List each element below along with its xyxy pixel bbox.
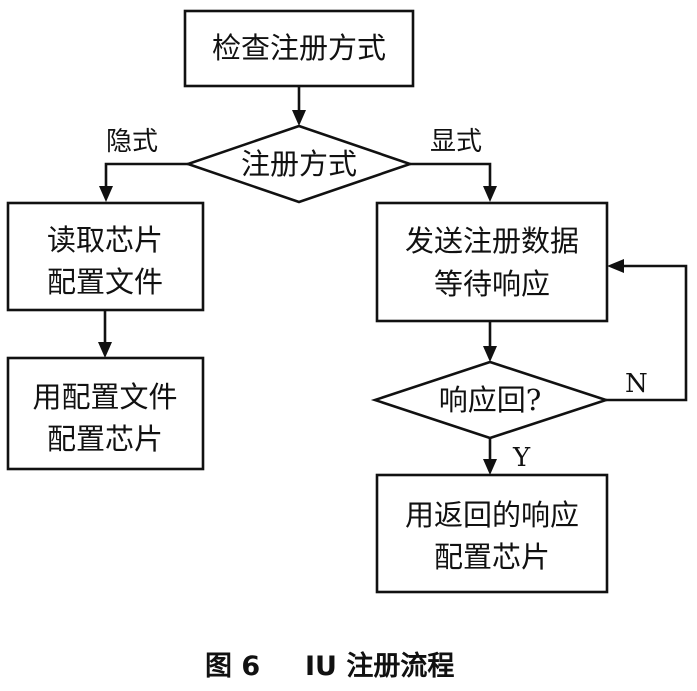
explicit-step1-box (375, 201, 609, 323)
edge-label-no: N (625, 369, 648, 399)
arrowhead-explicit (483, 186, 497, 202)
decision-mode-diamond (183, 124, 415, 204)
arrowhead-implicit-step2 (98, 342, 112, 358)
implicit-step1-line1: 读取芯片 (47, 223, 163, 257)
edge-decision-to-explicit (410, 162, 492, 190)
start-box (183, 9, 415, 88)
arrowhead-yes (483, 459, 497, 475)
arrowhead-start-decision (292, 110, 306, 126)
explicit-step1-line2: 等待响应 (434, 267, 550, 301)
explicit-step2-line1: 用返回的响应 (405, 498, 579, 532)
edge-no-loop (606, 264, 688, 402)
explicit-step2-line2: 配置芯片 (434, 540, 550, 574)
edge-label-implicit: 隐式 (106, 127, 158, 157)
arrowhead-decision-response (483, 346, 497, 362)
implicit-step2-line2: 配置芯片 (47, 422, 163, 456)
edge-label-explicit: 显式 (430, 127, 482, 157)
decision-mode-label: 注册方式 (241, 147, 357, 181)
arrowhead-no-loop (607, 259, 624, 273)
caption-title: IU 注册流程 (305, 650, 454, 682)
decision-response-label: 响应回? (439, 383, 542, 417)
start-label: 检查注册方式 (212, 31, 386, 65)
arrowhead-implicit (99, 186, 113, 202)
implicit-step1-line2: 配置文件 (47, 265, 163, 299)
implicit-step2-line1: 用配置文件 (32, 380, 177, 414)
edge-label-yes: Y (512, 443, 531, 473)
explicit-step2-box (375, 473, 609, 594)
caption-figure-number: 图 6 (205, 651, 260, 682)
implicit-step2-box (6, 356, 205, 471)
edge-decision-to-implicit (104, 162, 188, 190)
implicit-step1-box (6, 201, 205, 312)
explicit-step1-line1: 发送注册数据 (405, 224, 579, 258)
